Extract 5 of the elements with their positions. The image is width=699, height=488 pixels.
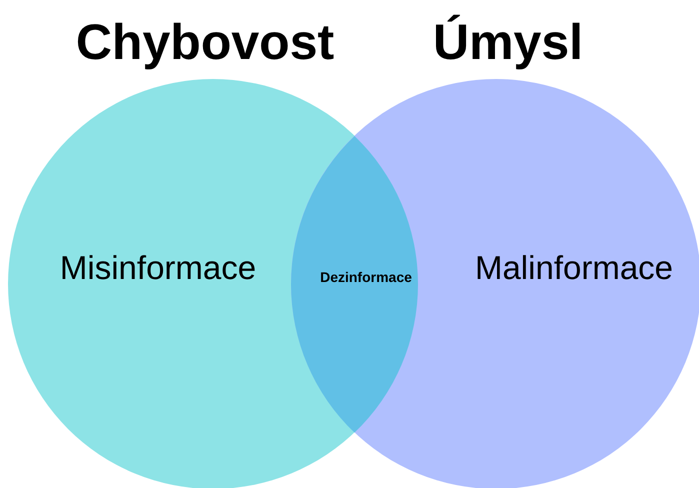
set-heading: Úmysl: [432, 13, 584, 71]
set-heading: Chybovost: [76, 13, 334, 71]
region-label: Malinformace: [474, 249, 674, 287]
region-label: Dezinformace: [320, 268, 412, 285]
region-label: Misinformace: [60, 249, 256, 287]
